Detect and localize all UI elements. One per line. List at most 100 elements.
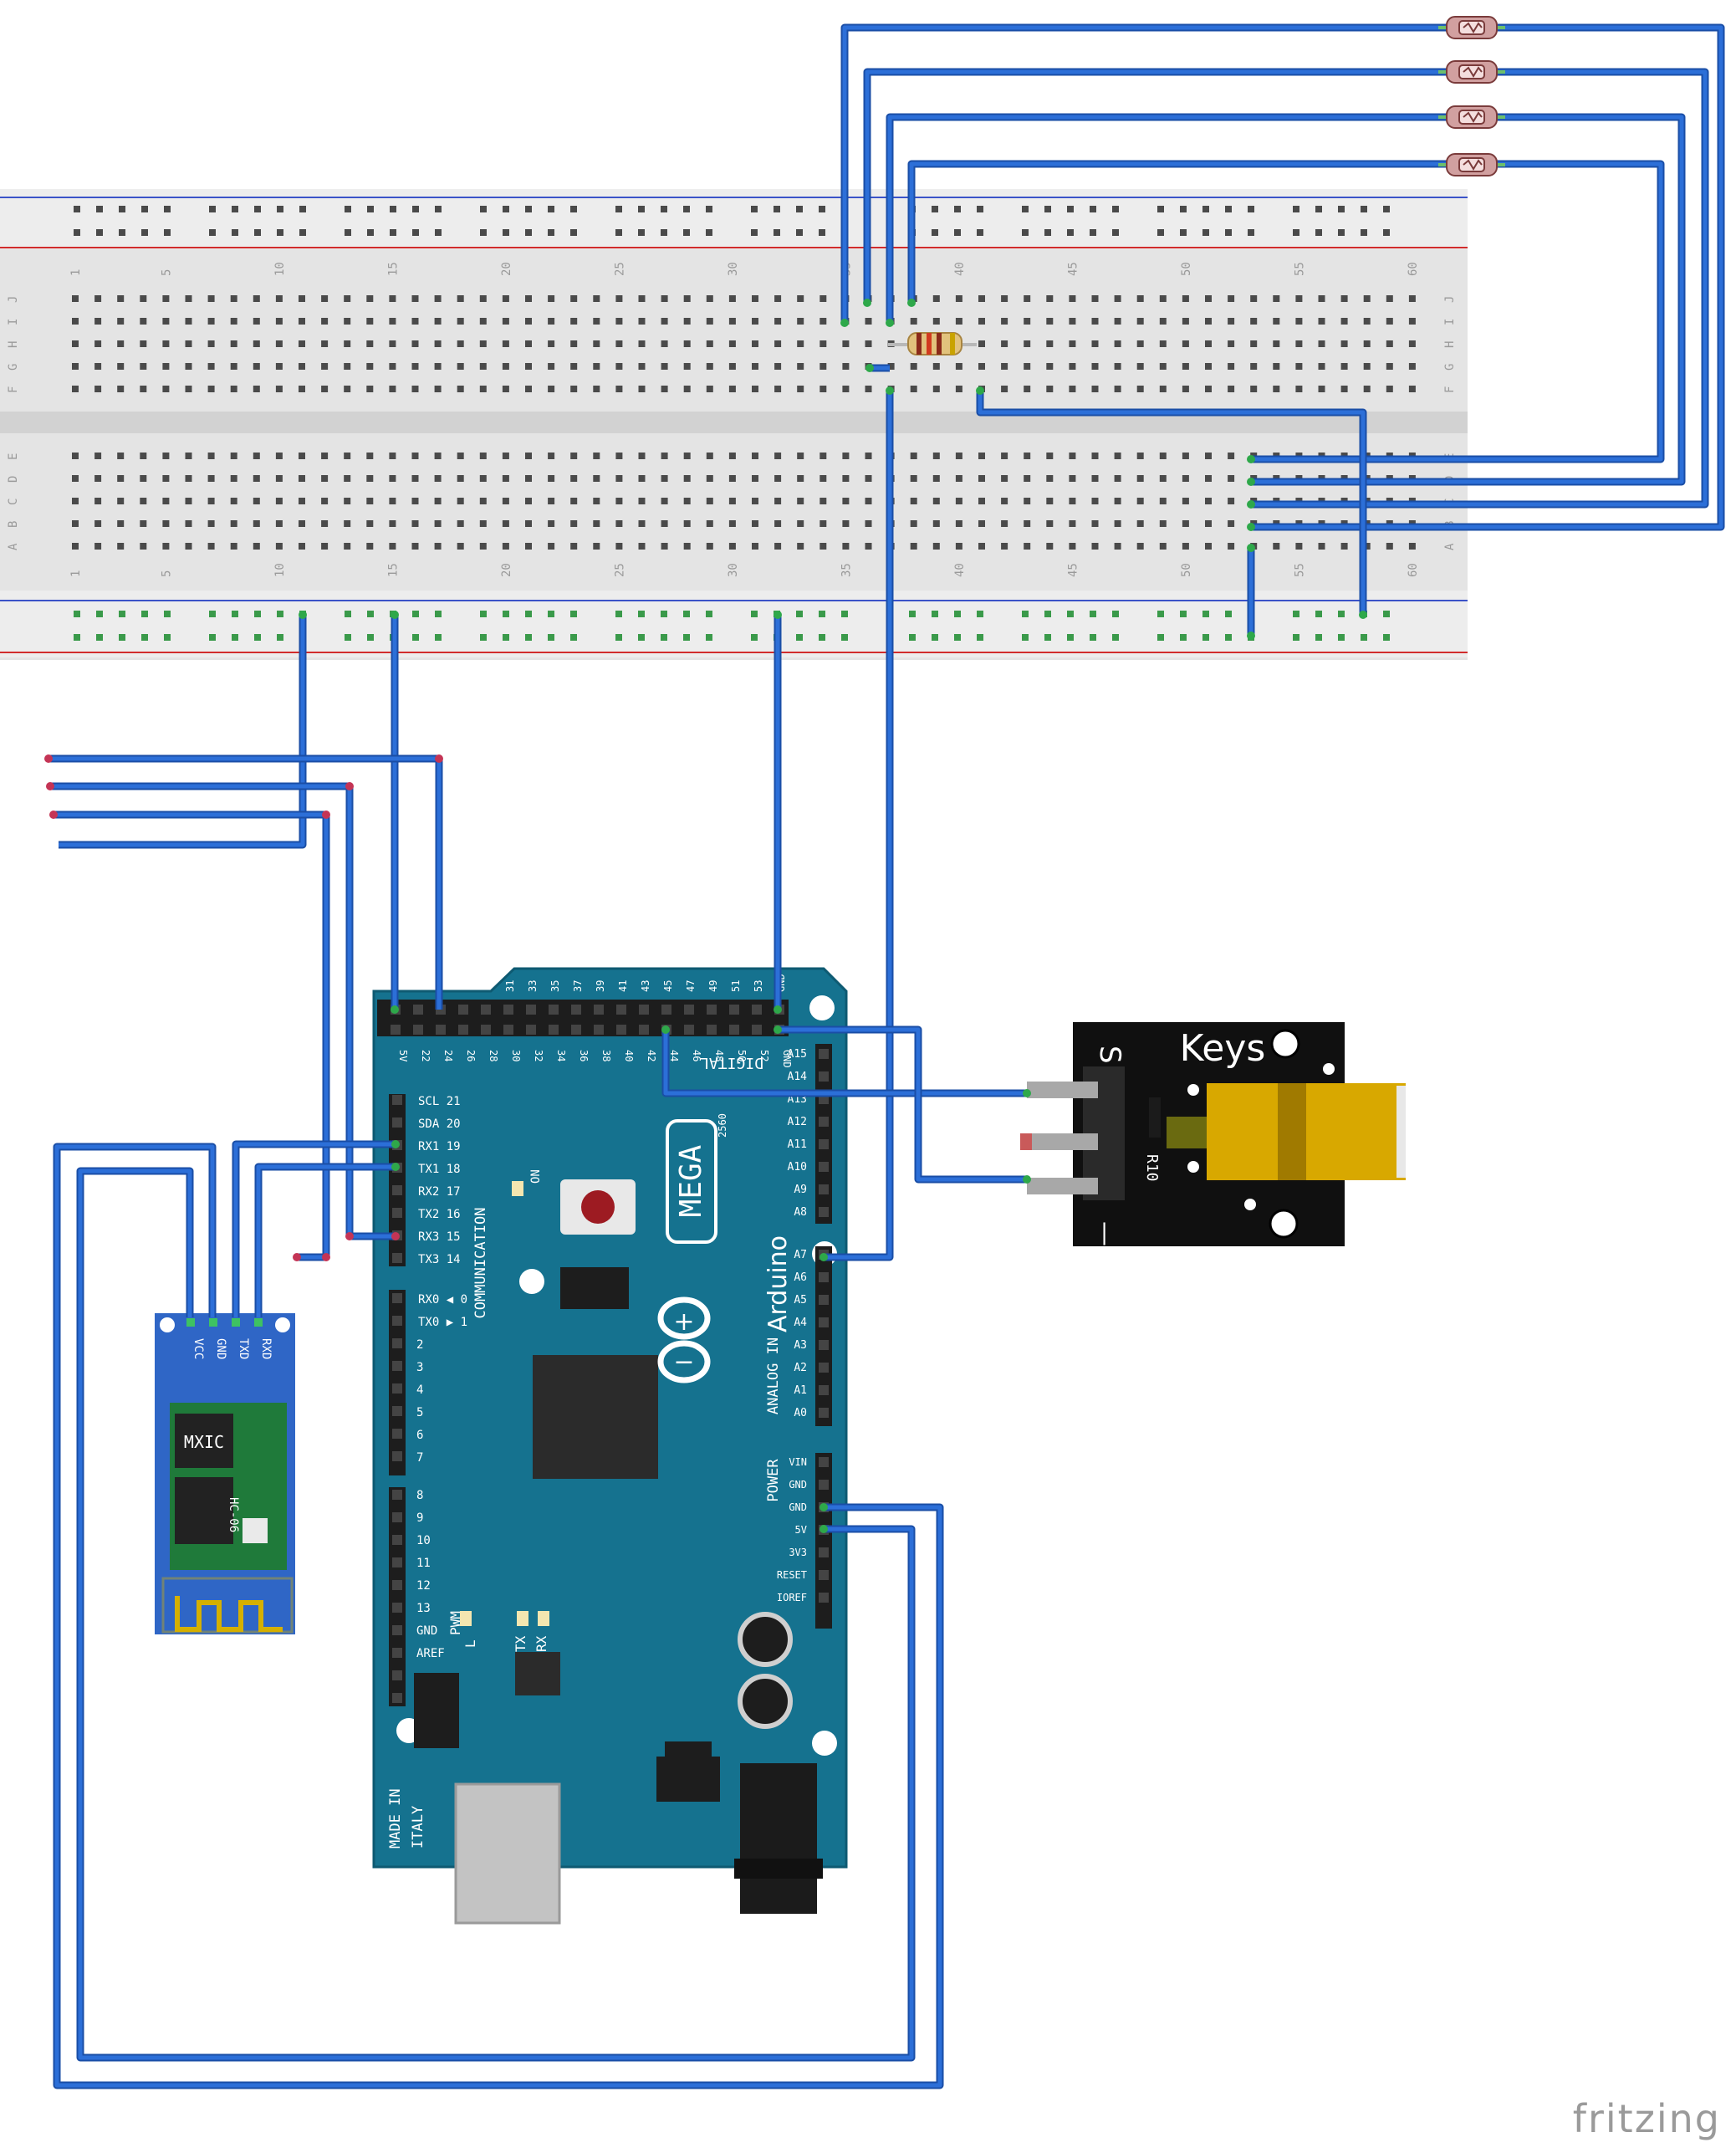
breadboard-hole bbox=[548, 340, 555, 347]
arduino-brand: Arduino bbox=[763, 1235, 793, 1332]
header-pin bbox=[819, 1184, 829, 1194]
breadboard-hole bbox=[548, 295, 555, 302]
breadboard-hole bbox=[411, 295, 419, 302]
breadboard-hole bbox=[1363, 363, 1371, 370]
breadboard-hole bbox=[479, 520, 487, 527]
breadboard-hole bbox=[593, 386, 600, 392]
breadboard-hole bbox=[434, 363, 442, 370]
breadboard-hole bbox=[389, 386, 396, 392]
pin-label: AREF bbox=[416, 1647, 445, 1660]
breadboard-hole bbox=[1044, 611, 1051, 617]
breadboard-hole bbox=[1091, 295, 1099, 302]
breadboard-hole bbox=[162, 475, 170, 482]
breadboard-hole bbox=[344, 498, 351, 504]
breadboard-hole bbox=[683, 295, 691, 302]
breadboard-hole bbox=[728, 318, 736, 325]
breadboard-hole bbox=[1001, 453, 1008, 459]
breadboard-hole bbox=[366, 520, 374, 527]
breadboard-hole bbox=[185, 318, 192, 325]
breadboard-hole bbox=[978, 318, 985, 325]
bt-model: HC-06 bbox=[227, 1497, 240, 1532]
pin-label: 5 bbox=[416, 1406, 423, 1419]
breadboard-hole bbox=[842, 363, 850, 370]
breadboard-hole bbox=[1067, 229, 1074, 236]
breadboard-hole bbox=[593, 340, 600, 347]
wire-endpoint bbox=[1247, 478, 1255, 486]
breadboard-hole bbox=[797, 340, 804, 347]
breadboard-hole bbox=[638, 295, 646, 302]
svg-text:−: − bbox=[673, 1348, 694, 1377]
breadboard-hole bbox=[185, 520, 192, 527]
wire-endpoint bbox=[1023, 1175, 1031, 1184]
breadboard-hole bbox=[1202, 229, 1209, 236]
wire-endpoint bbox=[391, 1005, 399, 1014]
breadboard-hole bbox=[1408, 318, 1416, 325]
header-pin bbox=[707, 1005, 717, 1015]
breadboard-hole bbox=[1202, 611, 1209, 617]
breadboard-hole bbox=[978, 475, 985, 482]
wire-endpoint bbox=[976, 386, 984, 395]
header-pin bbox=[616, 1025, 626, 1035]
breadboard-hole bbox=[1205, 475, 1212, 482]
breadboard-hole bbox=[887, 363, 895, 370]
pin-label: 5V bbox=[795, 1524, 807, 1536]
breadboard-hole bbox=[299, 318, 305, 325]
breadboard-hole bbox=[94, 498, 102, 504]
wire-endpoint bbox=[345, 1232, 354, 1240]
breadboard-hole bbox=[1159, 475, 1167, 482]
wire bbox=[54, 1144, 942, 2088]
breadboard-hole bbox=[299, 340, 305, 347]
rx-label: RX bbox=[534, 1635, 549, 1652]
breadboard-hole bbox=[978, 340, 985, 347]
column-number: 5 bbox=[160, 570, 173, 577]
breadboard-hole bbox=[548, 318, 555, 325]
breadboard-hole bbox=[615, 498, 623, 504]
breadboard-hole bbox=[299, 520, 305, 527]
wire-endpoint bbox=[865, 364, 874, 372]
wire-endpoint bbox=[49, 811, 58, 819]
breadboard-hole bbox=[932, 295, 940, 302]
breadboard-hole bbox=[230, 386, 237, 392]
arduino-model-sub: 2560 bbox=[717, 1113, 728, 1138]
breadboard-hole bbox=[1159, 340, 1167, 347]
pin-label: 39 bbox=[595, 980, 606, 992]
breadboard-hole bbox=[570, 634, 577, 641]
wire bbox=[824, 391, 892, 1260]
breadboard-hole bbox=[207, 475, 215, 482]
breadboard-hole bbox=[1295, 295, 1303, 302]
breadboard-hole bbox=[525, 318, 532, 325]
breadboard-hole bbox=[593, 363, 600, 370]
breadboard-hole bbox=[1001, 318, 1008, 325]
breadboard-hole bbox=[638, 340, 646, 347]
breadboard-hole bbox=[819, 229, 825, 236]
breadboard-hole bbox=[752, 520, 758, 527]
photoresistors bbox=[1438, 16, 1505, 176]
pin-label: 37 bbox=[572, 980, 584, 992]
breadboard-hole bbox=[503, 229, 509, 236]
breadboard-hole bbox=[1136, 453, 1144, 459]
column-number: 1 bbox=[69, 570, 83, 577]
breadboard-hole bbox=[502, 475, 509, 482]
breadboard-hole bbox=[435, 634, 442, 641]
breadboard-hole bbox=[1046, 386, 1054, 392]
pin-label: RX0 ◀ 0 bbox=[418, 1293, 467, 1307]
wire-endpoint bbox=[1247, 455, 1255, 463]
breadboard-hole bbox=[525, 520, 532, 527]
breadboard-hole bbox=[299, 498, 305, 504]
breadboard-hole bbox=[728, 475, 736, 482]
breadboard-hole bbox=[140, 453, 147, 459]
breadboard-hole bbox=[1250, 386, 1258, 392]
breadboard-hole bbox=[141, 206, 148, 212]
pin-label: 4 bbox=[416, 1383, 423, 1397]
pin-label: VIN bbox=[789, 1456, 807, 1468]
column-number: 50 bbox=[1180, 563, 1193, 577]
wire bbox=[842, 25, 1723, 529]
breadboard-hole bbox=[1295, 318, 1303, 325]
breadboard-hole bbox=[1315, 634, 1322, 641]
breadboard-hole bbox=[752, 543, 758, 550]
breadboard-hole bbox=[321, 318, 329, 325]
header-pin bbox=[392, 1648, 402, 1658]
breadboard-hole bbox=[1114, 520, 1121, 527]
